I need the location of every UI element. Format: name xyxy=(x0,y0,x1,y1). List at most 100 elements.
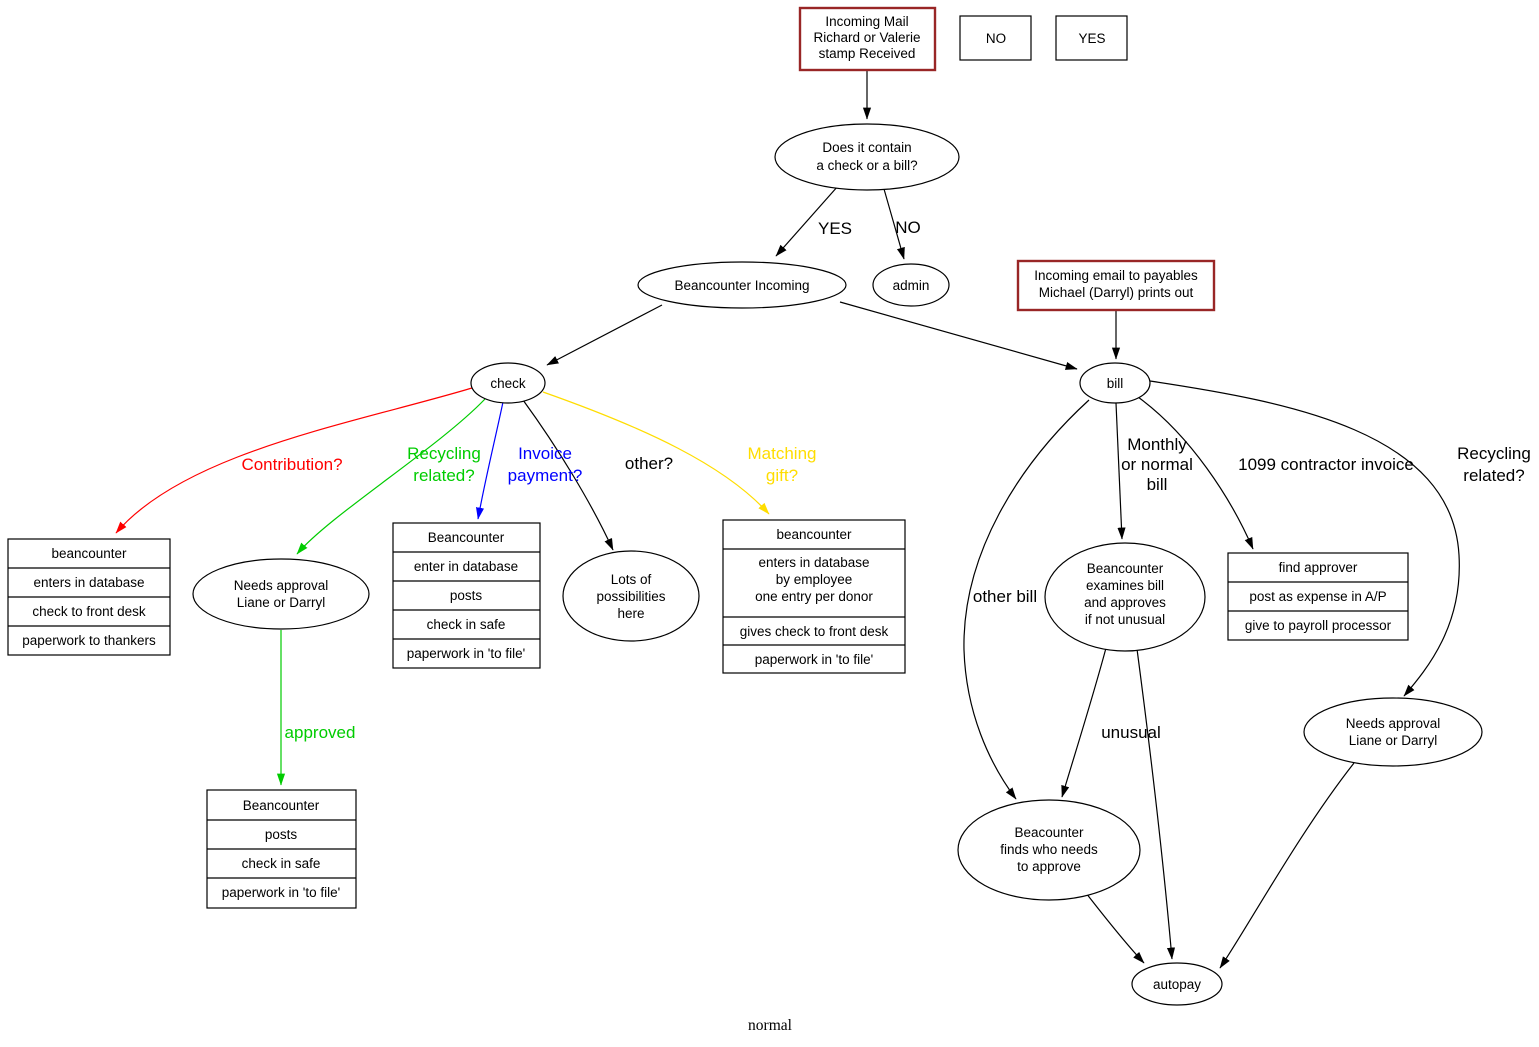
beancounter-incoming-ellipse xyxy=(637,261,847,309)
invoice-step: posts xyxy=(450,588,483,603)
matching-step: paperwork in 'to file' xyxy=(755,652,873,667)
edge-check-other xyxy=(522,399,614,551)
monthly-edge-label: or normal xyxy=(1121,455,1193,474)
node-incoming-email: Incoming email to payables Michael (Darr… xyxy=(1016,259,1216,312)
edge-incoming-to-check xyxy=(546,304,663,366)
invoice-step: enter in database xyxy=(414,559,518,574)
edge-check-recycling xyxy=(296,398,486,555)
edge-findswho-autopay xyxy=(1085,892,1145,964)
autopay-ellipse xyxy=(1131,962,1223,1006)
incoming-email-label: Incoming email to payables xyxy=(1034,268,1198,283)
bill-ellipse xyxy=(1079,362,1151,404)
node-approved-table: Beancounter posts check in safe paperwor… xyxy=(206,789,357,909)
approved-step: check in safe xyxy=(242,856,321,871)
node-examines-bill: Beancounter examines bill and approves i… xyxy=(1044,542,1206,652)
unusual-edge-label: unusual xyxy=(1101,723,1161,742)
yes-edge-label: YES xyxy=(818,219,852,238)
node-needs-approval-right: Needs approval Liane or Darryl xyxy=(1303,697,1483,767)
does-it-contain-label: Does it contain xyxy=(822,140,911,155)
legend-yes-box xyxy=(1055,15,1128,61)
node-does-it-contain: Does it contain a check or a bill? xyxy=(774,123,960,191)
incoming-mail-label: stamp Received xyxy=(819,46,916,61)
legend-yes-label: YES xyxy=(1078,31,1105,46)
node-bill: bill xyxy=(1079,362,1151,404)
edge-labels: YES NO Contribution? Recycling related? … xyxy=(241,218,1530,742)
legend-no: NO xyxy=(959,15,1032,61)
contractor-edge-label: 1099 contractor invoice xyxy=(1238,455,1414,474)
examines-ellipse xyxy=(1044,542,1206,652)
bill-label: bill xyxy=(1107,376,1124,391)
contribution-step: paperwork to thankers xyxy=(22,633,156,648)
legend-no-box xyxy=(959,15,1032,61)
examines-label: Beancounter xyxy=(1087,561,1164,576)
edge-bill-other xyxy=(963,399,1090,800)
edges xyxy=(115,71,1460,969)
incoming-mail-label: Incoming Mail xyxy=(825,14,908,29)
approved-edge-label: approved xyxy=(285,723,356,742)
node-incoming-mail: Incoming Mail Richard or Valerie stamp R… xyxy=(798,6,937,72)
incoming-mail-box xyxy=(798,6,937,72)
invoice-edge-label: payment? xyxy=(508,466,583,485)
edge-check-matching xyxy=(542,391,770,515)
lots-label: possibilities xyxy=(596,589,665,604)
incoming-email-box xyxy=(1016,259,1216,312)
graph-title: normal xyxy=(748,1017,792,1034)
node-autopay: autopay xyxy=(1131,962,1223,1006)
lots-label: Lots of xyxy=(611,572,652,587)
approved-step: posts xyxy=(265,827,298,842)
contribution-step: check to front desk xyxy=(32,604,146,619)
node-matching-table: beancounter enters in database by employ… xyxy=(722,519,906,674)
edge-examines-unusual xyxy=(1061,647,1107,798)
edge-check-contribution xyxy=(115,387,473,534)
matching-table-box xyxy=(722,519,906,674)
edge-bill-recycling xyxy=(1149,380,1460,697)
node-lots-of-possibilities: Lots of possibilities here xyxy=(562,550,700,642)
needs-approval-left-label: Liane or Darryl xyxy=(237,595,326,610)
node-needs-approval-left: Needs approval Liane or Darryl xyxy=(192,558,370,630)
node-contribution-table: beancounter enters in database check to … xyxy=(7,538,171,656)
needs-approval-left-label: Needs approval xyxy=(234,578,329,593)
matching-edge-label: gift? xyxy=(766,466,798,485)
contribution-edge-label: Contribution? xyxy=(241,455,342,474)
needs-approval-left-ellipse xyxy=(192,558,370,630)
incoming-email-label: Michael (Darryl) prints out xyxy=(1039,285,1194,300)
matching-step: enters in database xyxy=(758,555,869,570)
matching-step: beancounter xyxy=(776,527,852,542)
examines-label: examines bill xyxy=(1086,578,1164,593)
does-it-contain-ellipse xyxy=(774,123,960,191)
edge-check-invoice xyxy=(475,401,504,520)
edge-bill-contractor xyxy=(1137,396,1254,550)
matching-step: by employee xyxy=(776,572,853,587)
node-finds-who: Beacounter finds who needs to approve xyxy=(957,799,1141,901)
edge-examines-autopay xyxy=(1136,648,1176,960)
lots-ellipse xyxy=(562,550,700,642)
incoming-mail-label: Richard or Valerie xyxy=(813,30,920,45)
does-it-contain-label: a check or a bill? xyxy=(816,158,917,173)
matching-step: one entry per donor xyxy=(755,589,873,604)
examines-label: if not unusual xyxy=(1085,612,1165,627)
no-edge-label: NO xyxy=(895,218,921,237)
beancounter-incoming-label: Beancounter Incoming xyxy=(674,278,809,293)
check-label: check xyxy=(490,376,526,391)
edge-needsapproval-autopay xyxy=(1219,762,1355,969)
find-approver-step: give to payroll processor xyxy=(1245,618,1392,633)
other-bill-edge-label: other bill xyxy=(973,587,1037,606)
recycling-right-edge-label: related? xyxy=(1463,466,1524,485)
check-ellipse xyxy=(470,362,546,404)
approved-step: Beancounter xyxy=(243,798,320,813)
contribution-step: enters in database xyxy=(33,575,144,590)
approved-step: paperwork in 'to file' xyxy=(222,885,340,900)
monthly-edge-label: Monthly xyxy=(1127,435,1187,454)
monthly-edge-label: bill xyxy=(1147,475,1168,494)
contribution-step: beancounter xyxy=(51,546,127,561)
invoice-table-box xyxy=(392,522,541,669)
admin-ellipse xyxy=(872,263,950,307)
other-edge-label: other? xyxy=(625,454,673,473)
needs-approval-right-ellipse xyxy=(1303,697,1483,767)
legend-no-label: NO xyxy=(986,31,1006,46)
edge-question-no xyxy=(883,188,905,260)
matching-step: gives check to front desk xyxy=(740,624,889,639)
invoice-step: check in safe xyxy=(427,617,506,632)
